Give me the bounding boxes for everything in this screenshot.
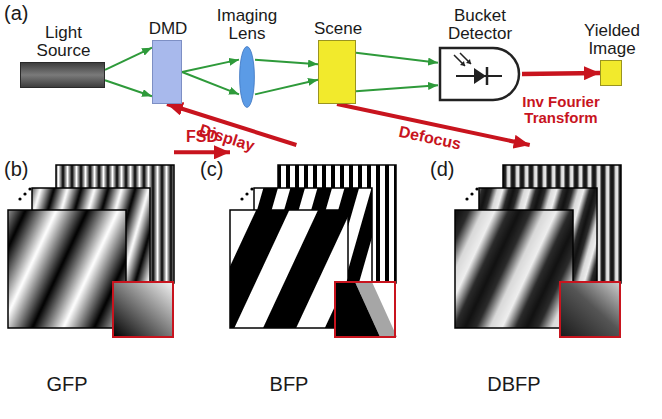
connector-line <box>182 72 239 94</box>
connector-line <box>105 80 152 96</box>
connector-line <box>182 60 239 72</box>
node-label: Yielded Image <box>572 22 652 59</box>
node-label: Imaging Lens <box>205 7 289 44</box>
dbfp-stack-art <box>455 165 621 337</box>
imaging-lens: Imaging Lens <box>239 46 255 108</box>
light-path <box>105 48 152 97</box>
connector-line <box>174 150 230 154</box>
connector-line <box>356 85 438 91</box>
panel-letter: (b) <box>4 158 28 180</box>
process-arrow <box>522 73 600 74</box>
edge-label: FSD <box>186 129 218 147</box>
panel-letter: (d) <box>430 158 454 180</box>
light-path <box>182 60 239 95</box>
bucket-detector: Bucket Detector <box>438 46 522 102</box>
gfp-stack-art <box>8 165 174 337</box>
node-label: Bucket Detector <box>432 7 528 44</box>
pattern-stack: BFP <box>230 145 396 328</box>
connector-line <box>255 60 318 65</box>
connector-line <box>105 48 152 70</box>
lens-shape <box>239 46 255 108</box>
light-path <box>255 60 318 95</box>
node-label: DBFP <box>455 373 573 395</box>
connector-line <box>356 53 438 63</box>
light-path <box>356 53 438 91</box>
node-label: GFP <box>8 373 126 395</box>
dmd-panel: DMD <box>152 40 182 104</box>
panel-letter: (a) <box>4 2 28 24</box>
detector-shape <box>438 46 522 102</box>
pattern-stack: GFP <box>8 145 174 328</box>
node-label: DMD <box>136 20 200 39</box>
ellipsis-dots <box>240 187 253 200</box>
ellipsis-dots <box>465 187 478 200</box>
edge-label: Inv Fourier Transform <box>518 93 604 126</box>
yielded-image: Yielded Image <box>600 60 622 86</box>
connector-line <box>255 80 318 95</box>
panel-letter: (c) <box>200 158 223 180</box>
connector-line <box>522 73 600 74</box>
node-label: Scene <box>303 20 373 39</box>
pattern-stack: DBFP <box>455 145 621 328</box>
light-source: Light Source <box>20 62 105 88</box>
process-arrow <box>174 152 230 153</box>
bfp-stack-art <box>230 165 397 337</box>
scene-box: Scene <box>318 40 356 104</box>
node-label: Light Source <box>22 24 106 61</box>
ellipsis-dots <box>18 187 31 200</box>
node-label: BFP <box>230 373 348 395</box>
